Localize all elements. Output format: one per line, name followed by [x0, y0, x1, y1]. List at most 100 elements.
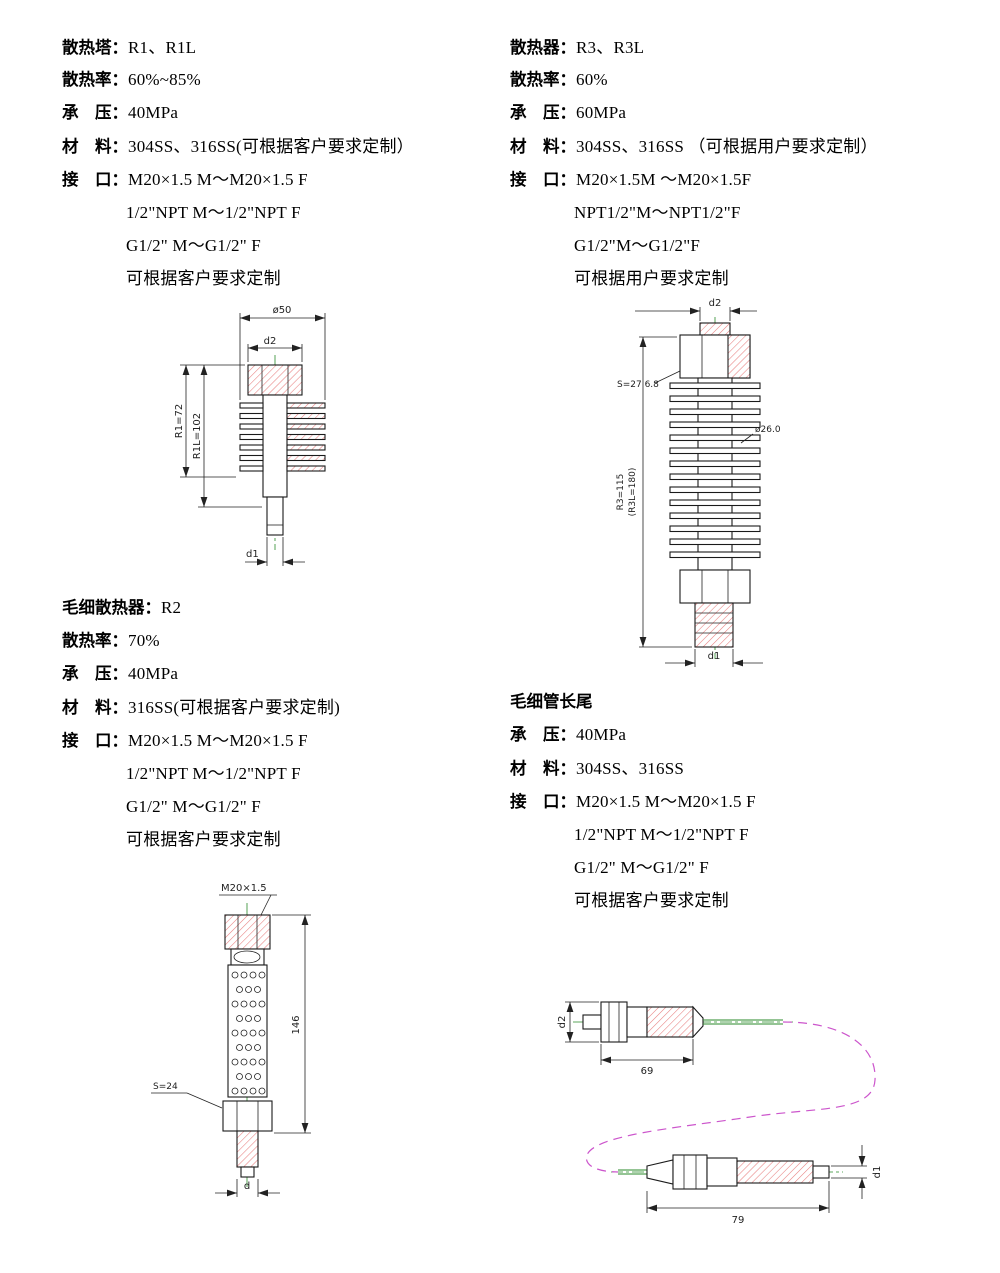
spec-row-continuation: 1/2"NPT M～1/2"NPT F: [510, 820, 960, 853]
spec-label: 散热器：: [510, 39, 576, 57]
hex-nut: [626, 1006, 648, 1038]
hex-nut: [247, 364, 303, 396]
threaded-stem: [236, 1130, 259, 1168]
tail-dimensions: d2 69 79 d1: [557, 1001, 883, 1226]
spec-row-continuation: NPT1/2"M～NPT1/2"F: [510, 198, 960, 231]
spec-value: R1、R1L: [128, 38, 197, 57]
spec-row-continuation: 可根据客户要求定制: [62, 825, 492, 858]
dim-r1l-label: R1L=102: [192, 413, 203, 459]
spec-row: 接 口： M20×1.5 M～M20×1.5 F: [62, 726, 492, 759]
dim-thread-label: M20×1.5: [221, 883, 267, 894]
spec-label: 材 料：: [510, 138, 576, 156]
spec-value: 可根据客户要求定制: [574, 891, 729, 910]
spec-value: 可根据客户要求定制: [126, 830, 281, 849]
spec-row-continuation: 1/2"NPT M～1/2"NPT F: [62, 198, 492, 231]
section-title-row: 毛细管长尾: [510, 688, 960, 721]
spec-value: NPT1/2"M～NPT1/2"F: [574, 203, 741, 222]
spec-row: 散热率： 60%~85%: [62, 66, 492, 99]
dim-r1-label: R1=72: [174, 404, 185, 438]
r1-spec-block: 散热塔： R1、R1L 散热率： 60%~85% 承 压： 40MPa 材 料：…: [62, 33, 492, 297]
dim-146-label: 146: [291, 1015, 302, 1034]
dim-d2-label: d2: [557, 1016, 568, 1029]
spec-label: 散热率：: [62, 71, 128, 89]
fin-stack: [669, 382, 761, 559]
tube-tip: [812, 1165, 830, 1179]
fitting-body: [736, 1160, 814, 1184]
fin-stack-right: [286, 402, 326, 472]
spec-row-continuation: G1/2" M～G1/2" F: [62, 792, 492, 825]
spec-value: 60MPa: [576, 103, 627, 122]
r3-spec-block: 散热器： R3、R3L 散热率： 60% 承 压： 60MPa 材 料： 304…: [510, 33, 960, 297]
r3-technical-drawing: d2 S=27 6.8 ø26.0 R3=115 (R3L=180) d1: [616, 298, 781, 667]
tail-part: [573, 1001, 876, 1190]
r2-dimensions: M20×1.5 146 S=24 d: [151, 883, 311, 1197]
spec-label: 接 口：: [62, 732, 128, 750]
hex-nut-bottom: [222, 1100, 273, 1132]
fitting-body: [646, 1006, 694, 1038]
tail-technical-drawing: d2 69 79 d1: [557, 1001, 883, 1226]
spec-label: 散热塔：: [62, 39, 128, 57]
spec-value: R3、R3L: [576, 38, 645, 57]
spec-label: 材 料：: [510, 760, 576, 778]
spec-row: 接 口： M20×1.5 M～M20×1.5 F: [62, 165, 492, 198]
dim-d-label: d: [244, 1181, 250, 1192]
spec-value: 304SS、316SS （可根据用户要求定制）: [576, 137, 878, 156]
dim-r3-label: R3=115: [616, 474, 626, 511]
capillary-coil: [585, 1021, 876, 1173]
r2-technical-drawing: M20×1.5 146 S=24 d: [151, 883, 311, 1197]
spec-label: 散热率：: [510, 71, 576, 89]
cone: [646, 1159, 674, 1185]
spec-value: M20×1.5M ～M20×1.5F: [576, 170, 752, 189]
r3-part: [669, 317, 761, 659]
r1-dimensions: ø50 d2 R1=72 R1L=102 d1: [174, 305, 326, 566]
spec-value: 40MPa: [128, 103, 179, 122]
spec-label: 承 压：: [510, 104, 576, 122]
spec-label: 承 压：: [62, 104, 128, 122]
dim-d1-label: d1: [872, 1166, 883, 1179]
spec-row: 散热塔： R1、R1L: [62, 33, 492, 66]
spec-row: 毛细散热器： R2: [62, 594, 492, 627]
spec-value: 40MPa: [576, 725, 627, 744]
spec-label: 材 料：: [62, 138, 128, 156]
spec-row-continuation: 1/2"NPT M～1/2"NPT F: [62, 759, 492, 792]
spec-row: 承 压： 40MPa: [62, 660, 492, 693]
r1-part: [239, 355, 326, 550]
spec-row: 散热器： R3、R3L: [510, 33, 960, 66]
spec-row-continuation: G1/2" M～G1/2" F: [510, 853, 960, 886]
spec-value: G1/2" M～G1/2" F: [574, 858, 709, 877]
spec-row: 材 料： 316SS(可根据客户要求定制): [62, 693, 492, 726]
spec-label: 接 口：: [62, 171, 128, 189]
dim-69-label: 69: [641, 1066, 654, 1077]
spec-value: 316SS(可根据客户要求定制): [128, 698, 340, 717]
spec-value: 304SS、316SS: [576, 759, 685, 778]
fin-core: [262, 394, 288, 498]
spec-row: 接 口： M20×1.5M ～M20×1.5F: [510, 165, 960, 198]
dim-dia26-label: ø26.0: [755, 425, 781, 435]
spec-label: 毛细散热器：: [62, 599, 161, 617]
spec-label: 接 口：: [510, 171, 576, 189]
r3-dimensions: d2 S=27 6.8 ø26.0 R3=115 (R3L=180) d1: [616, 298, 781, 667]
dim-d1-label: d1: [246, 549, 259, 560]
fin-stack-left: [239, 402, 264, 472]
spec-value: 1/2"NPT M～1/2"NPT F: [574, 825, 749, 844]
dim-d1-label: d1: [708, 651, 721, 662]
tube-tip: [582, 1014, 602, 1030]
bottom-stem: [266, 496, 284, 536]
hex-nut: [672, 1154, 708, 1190]
dim-r3l-label: (R3L=180): [628, 468, 638, 517]
spec-value: 304SS、316SS(可根据客户要求定制）: [128, 137, 414, 156]
spec-value: 可根据客户要求定制: [126, 269, 281, 288]
top-stem: [699, 322, 731, 336]
spec-value: 70%: [128, 631, 160, 650]
spec-value: 可根据用户要求定制: [574, 269, 729, 288]
spec-row-continuation: G1/2" M～G1/2" F: [62, 231, 492, 264]
spec-row: 接 口： M20×1.5 M～M20×1.5 F: [510, 787, 960, 820]
spec-row-continuation: G1/2"M～G1/2"F: [510, 231, 960, 264]
spec-value: M20×1.5 M～M20×1.5 F: [128, 731, 308, 750]
spec-value: G1/2" M～G1/2" F: [126, 797, 261, 816]
dim-s27-label: S=27 6.8: [617, 380, 659, 390]
spec-value: 40MPa: [128, 664, 179, 683]
spec-value: G1/2"M～G1/2"F: [574, 236, 701, 255]
spec-label: 接 口：: [510, 793, 576, 811]
spec-row: 材 料： 304SS、316SS(可根据客户要求定制）: [62, 132, 492, 165]
